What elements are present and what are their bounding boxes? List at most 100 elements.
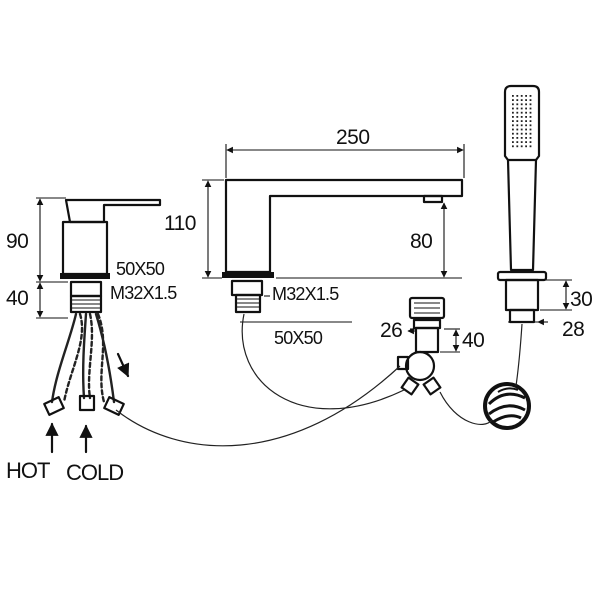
diverter-knob (408, 296, 446, 320)
mixer-base-size-label: 50X50 (116, 259, 165, 279)
spout-height-label: 110 (164, 212, 196, 235)
nozzle-dot (512, 116, 514, 118)
nozzle-dot (529, 103, 532, 106)
spout-outlet-height-label: 80 (410, 230, 432, 253)
nozzle-dot (520, 120, 523, 122)
nozzle-dot (529, 107, 532, 110)
nozzle-dot (529, 124, 532, 127)
shower-head (503, 84, 541, 162)
nozzle-dot (529, 99, 532, 101)
mixer-base-height-label: 40 (6, 287, 28, 310)
nozzle-dot (516, 141, 519, 143)
nozzle-dot (520, 132, 523, 135)
diverter-stem (414, 326, 440, 354)
nozzle-dot (525, 120, 527, 122)
nozzle-dot (512, 99, 514, 101)
nozzle-dot (520, 145, 523, 148)
spout-body (224, 178, 464, 274)
diverter-outlet-left (400, 376, 420, 396)
nozzle-dot (529, 116, 532, 118)
nozzle-dot (520, 95, 523, 97)
nozzle-dot (516, 111, 519, 114)
diverter-outlet-right (422, 376, 442, 396)
shower-nozzle-dots (512, 95, 532, 148)
spout-to-diverter-hose (241, 313, 405, 410)
hand-shower (496, 84, 548, 324)
mixer-valve (60, 198, 162, 314)
nozzle-dot (516, 132, 519, 135)
diverter-body (404, 350, 436, 382)
shower-holder-collar (496, 270, 548, 282)
outlet-hose-fitting (103, 396, 125, 416)
cold-label: COLD (66, 460, 123, 485)
nozzle-dot (520, 137, 523, 139)
nozzle-dot (529, 128, 532, 131)
flexible-hoses (43, 312, 130, 416)
nozzle-dot (516, 128, 519, 131)
spout-shank-upper (230, 279, 264, 297)
mixer-lever-handle (64, 198, 162, 224)
shower-base-width-label: 28 (562, 318, 584, 341)
hot-hose-fitting (43, 396, 65, 416)
diverter-collar (412, 318, 442, 330)
nozzle-dot (525, 124, 527, 127)
shower-handle (506, 158, 538, 272)
nozzle-dot (516, 99, 519, 101)
cold-hose-fitting (78, 394, 96, 412)
nozzle-dot (525, 95, 527, 97)
nozzle-dot (520, 141, 523, 143)
mixer-to-diverter-hose (115, 365, 401, 447)
shower-dimensions: 30 28 (508, 279, 593, 341)
nozzle-dot (516, 103, 519, 106)
nozzle-dot (520, 124, 523, 127)
nozzle-dot (512, 107, 514, 110)
nozzle-dot (529, 141, 532, 143)
nozzle-dot (529, 95, 532, 97)
nozzle-dot (520, 99, 523, 101)
nozzle-dot (516, 120, 519, 122)
nozzle-dot (512, 137, 514, 139)
nozzle-dot (520, 111, 523, 114)
hot-label: HOT (6, 458, 50, 483)
flow-arrow (116, 352, 130, 378)
nozzle-dot (512, 103, 514, 106)
supply-labels: HOT COLD (6, 422, 124, 485)
mixer-body (61, 220, 109, 276)
shower-to-coil-hose (515, 323, 523, 387)
spout-outlet (422, 194, 444, 204)
nozzle-dot (512, 111, 514, 114)
spout-base-flange (222, 272, 274, 278)
mixer-base-flange (60, 273, 110, 279)
nozzle-dot (529, 137, 532, 139)
nozzle-dot (529, 111, 532, 114)
nozzle-dot (512, 145, 514, 148)
nozzle-dot (512, 120, 514, 122)
nozzle-dot (512, 124, 514, 127)
diverter-dimensions: 26 40 (380, 319, 485, 353)
nozzle-dot (525, 141, 527, 143)
nozzle-dot (516, 137, 519, 139)
spout-dimensions: 250 110 80 M32X1.5 50X50 (164, 126, 465, 348)
nozzle-dot (516, 116, 519, 118)
diverter-to-coil-hose (439, 391, 493, 425)
connecting-hoses (115, 313, 523, 447)
spout-length-label: 250 (336, 126, 370, 149)
nozzle-dot (529, 145, 532, 148)
nozzle-dot (525, 116, 527, 118)
hose-coil (483, 382, 531, 430)
nozzle-dot (516, 95, 519, 97)
shower-holder-shank (508, 308, 536, 324)
mixer-height-label: 90 (6, 230, 28, 253)
nozzle-dot (525, 145, 527, 148)
nozzle-dot (520, 116, 523, 118)
nozzle-dot (512, 141, 514, 143)
spout-thread-label: M32X1.5 (272, 284, 339, 304)
nozzle-dot (525, 111, 527, 114)
nozzle-dot (525, 107, 527, 110)
nozzle-dot (525, 99, 527, 101)
nozzle-dot (512, 128, 514, 131)
shower-holder-base (504, 278, 540, 312)
nozzle-dot (512, 132, 514, 135)
nozzle-dot (516, 145, 519, 148)
